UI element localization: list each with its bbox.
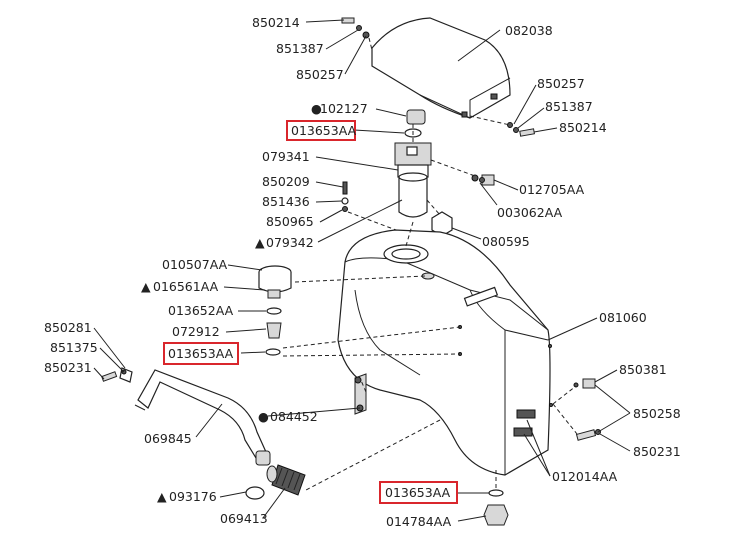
label-072912: 072912	[172, 324, 220, 339]
label-084452: 084452	[270, 409, 318, 424]
label-014784AA: 014784AA	[386, 514, 452, 529]
label-850257-top: 850257	[296, 67, 344, 82]
oring-013652AA	[266, 307, 282, 315]
label-851387-top: 851387	[276, 41, 324, 56]
marker-016561AA: ▲	[141, 279, 151, 294]
bolt-850231-right	[575, 429, 601, 441]
label-850381: 850381	[619, 362, 667, 377]
label-010507AA: 010507AA	[162, 257, 228, 272]
label-851387-right: 851387	[545, 99, 593, 114]
oring-013653AA-mid	[265, 348, 281, 356]
sensor-080595	[431, 211, 453, 237]
label-850214-top: 850214	[252, 15, 300, 30]
label-850231-left: 850231	[44, 360, 92, 375]
bolt-850209	[341, 181, 349, 212]
label-013653AA-bottom: 013653AA	[385, 485, 451, 500]
label-069845: 069845	[144, 431, 192, 446]
label-012014AA: 012014AA	[552, 469, 618, 484]
label-850214-right: 850214	[559, 120, 607, 135]
label-850231-right: 850231	[633, 444, 681, 459]
label-093176: 093176	[169, 489, 217, 504]
label-013652AA: 013652AA	[168, 303, 234, 318]
label-102127: 102127	[320, 101, 368, 116]
clamp-069845-end	[255, 450, 271, 466]
label-851375: 851375	[50, 340, 98, 355]
marker-102127: ●	[311, 101, 322, 116]
filter-element-079342	[398, 172, 428, 218]
highlight-box-top	[286, 120, 356, 141]
label-003062AA: 003062AA	[497, 205, 563, 220]
bracket-084452	[354, 373, 367, 415]
cover-082038	[371, 17, 511, 119]
filler-cap-102127	[406, 109, 426, 125]
label-850281: 850281	[44, 320, 92, 335]
filter-head-079341	[394, 142, 432, 178]
label-850965: 850965	[266, 214, 314, 229]
label-850258: 850258	[633, 406, 681, 421]
bolt-850281-group	[101, 367, 133, 383]
screw-right	[507, 122, 535, 137]
marker-084452: ●	[258, 409, 269, 424]
highlight-box-mid	[163, 342, 239, 365]
fitting-072912	[266, 322, 282, 339]
oring-093176	[245, 486, 265, 500]
fitting-012705AA	[471, 174, 495, 186]
part-labels: 850214 851387 850257 082038 850257 85138…	[44, 15, 681, 529]
drain-plug-014784AA	[483, 504, 509, 526]
oring-013653AA-bottom	[488, 489, 504, 497]
label-012705AA: 012705AA	[519, 182, 585, 197]
label-079342: 079342	[266, 235, 314, 250]
bolt-850381	[573, 378, 596, 389]
breather-010507AA	[258, 265, 292, 299]
assembly-dashes	[282, 37, 578, 491]
tank-081060	[337, 229, 553, 476]
marker-079342: ▲	[255, 235, 265, 250]
highlight-box-bottom	[379, 481, 458, 504]
strainer-069413	[266, 464, 306, 496]
label-851436: 851436	[262, 194, 310, 209]
label-013653AA-top: 013653AA	[291, 123, 357, 138]
leader-lines	[93, 19, 631, 522]
label-079341: 079341	[262, 149, 310, 164]
label-082038: 082038	[505, 23, 553, 38]
marker-093176: ▲	[157, 489, 167, 504]
pipe-069845	[134, 369, 267, 459]
label-013653AA-mid: 013653AA	[168, 346, 234, 361]
label-850209: 850209	[262, 174, 310, 189]
screw-top-left	[341, 17, 370, 39]
label-081060: 081060	[599, 310, 647, 325]
label-850257-right: 850257	[537, 76, 585, 91]
label-016561AA: 016561AA	[153, 279, 219, 294]
label-069413: 069413	[220, 511, 268, 526]
label-080595: 080595	[482, 234, 530, 249]
